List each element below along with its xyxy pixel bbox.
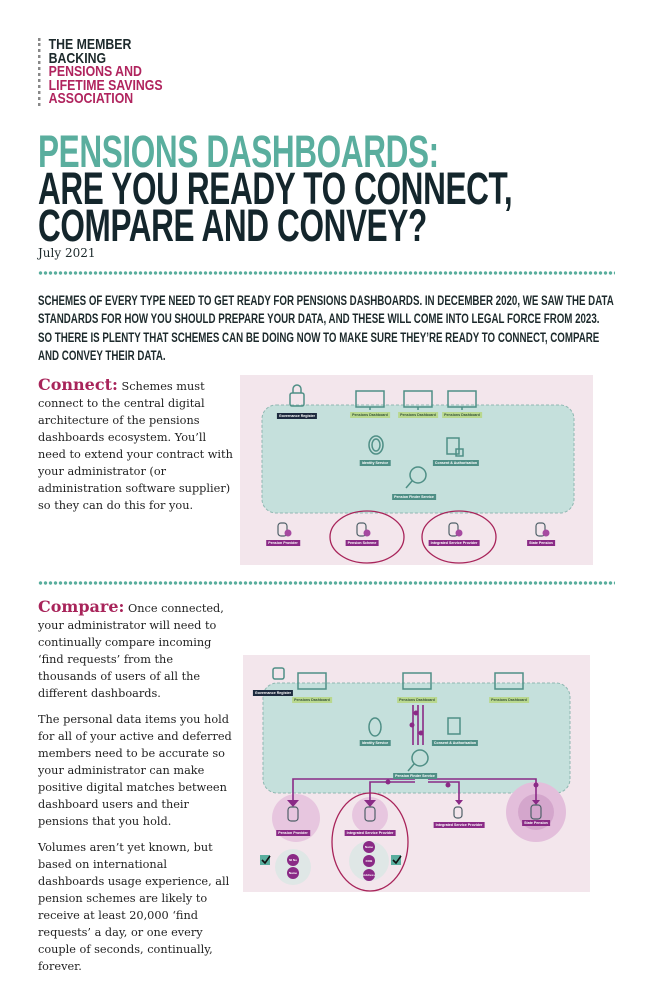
connect-diagram: Governance Register Pensions Dashboard P… <box>240 375 593 565</box>
compare-heading: Compare: <box>38 597 125 616</box>
finder-service-label: Pension Finder Service <box>393 773 437 779</box>
lock-icon <box>272 667 285 680</box>
pension-provider-label: Pension Provider <box>276 830 310 836</box>
highlight-ellipse <box>329 510 405 564</box>
data-item-ni: NI No <box>287 854 299 866</box>
logo-line: PENSIONS AND <box>48 63 142 80</box>
document-icon <box>447 717 461 735</box>
lock-icon <box>289 392 305 407</box>
ecosystem-boundary <box>261 404 575 514</box>
logo-line: BACKING <box>48 49 107 67</box>
identity-service-label: Identity Service <box>359 740 391 746</box>
check-icon <box>391 855 402 865</box>
data-item-address: Address <box>363 869 375 881</box>
dashboard-label: Pensions Dashboard <box>350 412 390 418</box>
state-pension-label: State Pension <box>522 820 550 826</box>
publication-date: July 2021 <box>38 246 96 260</box>
fingerprint-icon <box>368 435 384 455</box>
connect-heading: Connect: <box>38 375 118 394</box>
database-icons <box>277 522 546 537</box>
dashboard-label: Pensions Dashboard <box>292 697 332 703</box>
pension-scheme-label: Pension Scheme <box>345 540 379 546</box>
governance-register-label: Governance Register <box>252 690 294 696</box>
intro-paragraph: SCHEMES OF EVERY TYPE NEED TO GET READY … <box>38 293 614 364</box>
monitor-icon <box>297 672 327 690</box>
compare-diagram: Governance Register Pensions Dashboard P… <box>243 655 590 892</box>
logo-line: THE MEMBER <box>48 36 132 53</box>
connect-text: Schemes must connect to the central digi… <box>38 380 233 512</box>
isp-label: Integrated Service Provider <box>433 822 485 828</box>
fingerprint-icon <box>368 717 382 737</box>
title-line-2: ARE YOU READY TO CONNECT, <box>38 163 513 214</box>
isp-label: Integrated Service Provider <box>428 540 480 546</box>
monitor-icon <box>494 672 524 690</box>
compare-section: Compare: Once connected, your administra… <box>38 598 233 984</box>
ecosystem-boundary <box>262 682 571 794</box>
data-flow-arrows <box>292 705 537 800</box>
dotted-divider <box>38 270 615 276</box>
magnifier-icon <box>409 466 427 484</box>
monitor-icon <box>402 672 432 690</box>
database-icons <box>287 804 542 822</box>
dotted-divider <box>38 580 615 586</box>
data-item-name: Name <box>363 841 375 853</box>
compare-paragraph-3: Volumes aren’t yet known, but based on i… <box>38 841 230 973</box>
data-item-dob: DOB <box>363 855 375 867</box>
isp-label: Integrated Service Provider <box>344 830 396 836</box>
title-line-3: COMPARE AND CONVEY? <box>38 200 427 251</box>
highlight-ellipse <box>421 510 497 564</box>
dashboard-label: Pensions Dashboard <box>397 697 437 703</box>
dashboard-label: Pensions Dashboard <box>442 412 482 418</box>
compare-paragraph-2: The personal data items you hold for all… <box>38 713 232 828</box>
state-pension-label: State Pension <box>527 540 555 546</box>
pension-provider-label: Pension Provider <box>266 540 300 546</box>
connect-section: Connect: Schemes must connect to the cen… <box>38 376 233 523</box>
page-title: PENSIONS DASHBOARDS: ARE YOU READY TO CO… <box>38 126 513 251</box>
identity-service-label: Identity Service <box>359 460 391 466</box>
magnifier-icon <box>411 749 429 767</box>
dashboard-label: Pensions Dashboard <box>398 412 438 418</box>
consent-label: Consent & Authorisation <box>432 460 480 466</box>
title-line-1: PENSIONS DASHBOARDS: <box>38 126 439 177</box>
logo-line: ASSOCIATION <box>48 90 134 107</box>
consent-label: Consent & Authorisation <box>431 740 479 746</box>
finder-service-label: Pension Finder Service <box>392 494 436 500</box>
plsa-logo: THE MEMBER BACKING PENSIONS AND LIFETIME… <box>38 36 163 107</box>
monitor-icon <box>355 390 385 408</box>
logo-line: LIFETIME SAVINGS <box>48 76 163 94</box>
dashboard-label: Pensions Dashboard <box>489 697 529 703</box>
governance-register-label: Governance Register <box>276 413 318 419</box>
compare-text: Once connected, your administrator will … <box>38 602 224 700</box>
document-icon <box>446 437 460 455</box>
highlight-ellipse <box>331 792 409 892</box>
data-item-name: Name <box>287 867 299 879</box>
check-icon <box>260 855 271 865</box>
